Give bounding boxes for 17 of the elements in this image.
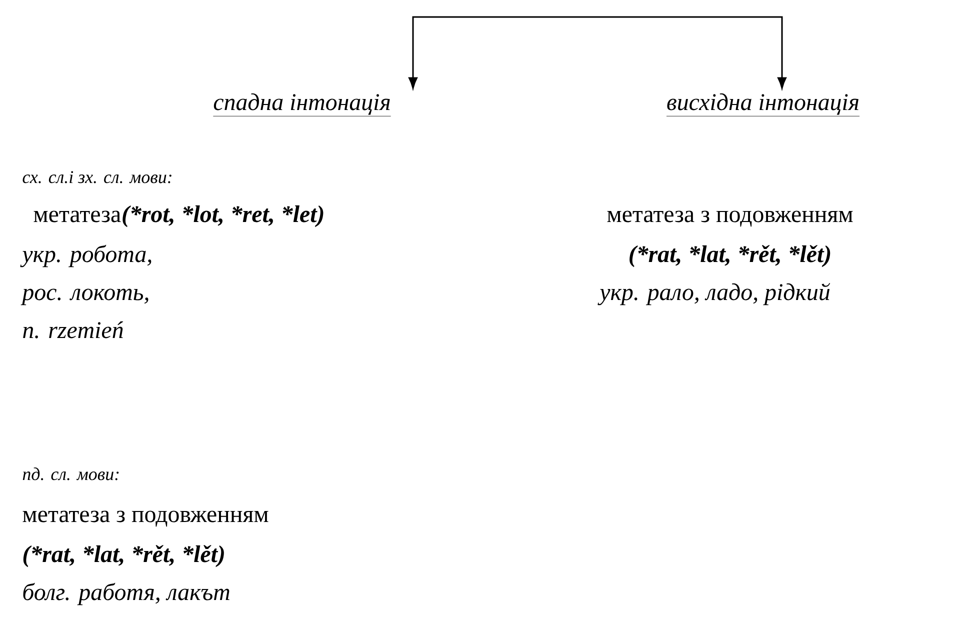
example-text: укр. робота, <box>20 244 152 268</box>
group-heading: пд. сл. мови: <box>22 468 119 480</box>
intonation-heading: спадна інтонація <box>212 93 392 116</box>
example-text: укр. рало, ладо, рідкий <box>598 283 830 306</box>
example-text: n. rzemień <box>23 321 124 338</box>
root-formula-text: (*rat, *lat, *rět, *lět) <box>630 245 830 268</box>
intonation-heading: висхідна інтонація <box>666 93 860 116</box>
term-text: метатеза <box>34 210 121 222</box>
group-heading: сх. сл.і зх. сл. мови: <box>22 171 172 184</box>
arrow <box>598 16 786 89</box>
root-formula-text: (*rot, *lot, *ret, *let) <box>122 205 324 228</box>
root-formula-text: (*rat, *lat, *rět, *lět) <box>23 545 224 568</box>
arrow <box>408 16 598 89</box>
term-text: метатеза з подовженням <box>22 510 268 527</box>
term-text: метатеза з подовженням <box>607 210 853 227</box>
example-text: болг. работя, лакът <box>23 582 230 606</box>
example-text: рос. локоть, <box>20 288 148 306</box>
